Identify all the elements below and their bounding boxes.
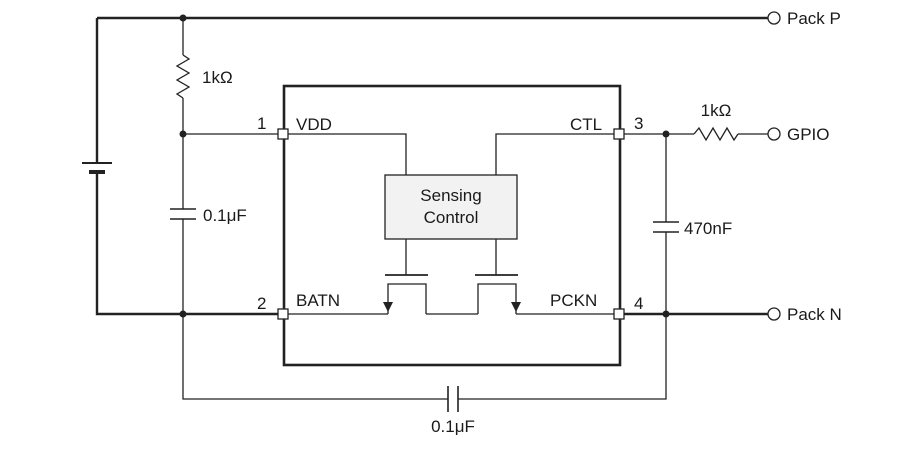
gpio-resistor — [693, 126, 739, 142]
bottom-capacitor-label: 0.1μF — [431, 417, 475, 436]
pin-1-name: VDD — [296, 115, 332, 134]
pack-p-terminal[interactable] — [767, 11, 781, 25]
pin-1-number: 1 — [257, 114, 266, 133]
junction-dot — [179, 130, 187, 138]
pin-2-batn — [277, 308, 289, 320]
junction-dot — [662, 130, 670, 138]
pin-4-pckn — [613, 308, 625, 320]
vdd-capacitor-label: 0.1μF — [203, 206, 247, 225]
pack-n-terminal[interactable] — [767, 307, 781, 321]
bottom-capacitor — [447, 386, 459, 412]
ctl-capacitor-lower-wire — [458, 232, 667, 400]
pack-n-label: Pack N — [787, 305, 842, 324]
ctl-capacitor — [653, 221, 679, 233]
gpio-label: GPIO — [787, 125, 830, 144]
sensing-control-block — [384, 174, 518, 240]
pack-p-label: Pack P — [787, 9, 841, 28]
pin-2-name: BATN — [296, 291, 340, 310]
junction-dot — [179, 14, 187, 22]
pin-3-name: CTL — [570, 115, 602, 134]
battery-negative-wire — [95, 172, 283, 316]
sensing-control-line1: Sensing — [420, 186, 481, 205]
pin-3-ctl — [613, 128, 625, 140]
mosfet-left — [383, 274, 428, 314]
vdd-resistor-label: 1kΩ — [202, 68, 233, 87]
gpio-resistor-label: 1kΩ — [701, 101, 732, 120]
ic-outline — [282, 84, 622, 367]
junction-dot — [179, 310, 187, 318]
pin-4-number: 4 — [634, 294, 643, 313]
ctl-capacitor-label: 470nF — [684, 219, 732, 238]
gpio-terminal[interactable] — [767, 127, 781, 141]
vdd-capacitor — [170, 208, 196, 220]
junction-dot — [662, 310, 670, 318]
pin-1-vdd — [277, 128, 289, 140]
mosfet-right — [475, 274, 521, 314]
pin-3-number: 3 — [634, 114, 643, 133]
sensing-control-line2: Control — [424, 208, 479, 227]
vdd-internal-wire — [288, 133, 407, 175]
pin-2-number: 2 — [257, 294, 266, 313]
battery-symbol — [82, 162, 112, 174]
vdd-resistor — [175, 54, 191, 99]
vdd-capacitor-lower-wire — [182, 219, 448, 400]
pin-4-name: PCKN — [550, 291, 597, 310]
ctl-internal-wire — [495, 133, 614, 175]
